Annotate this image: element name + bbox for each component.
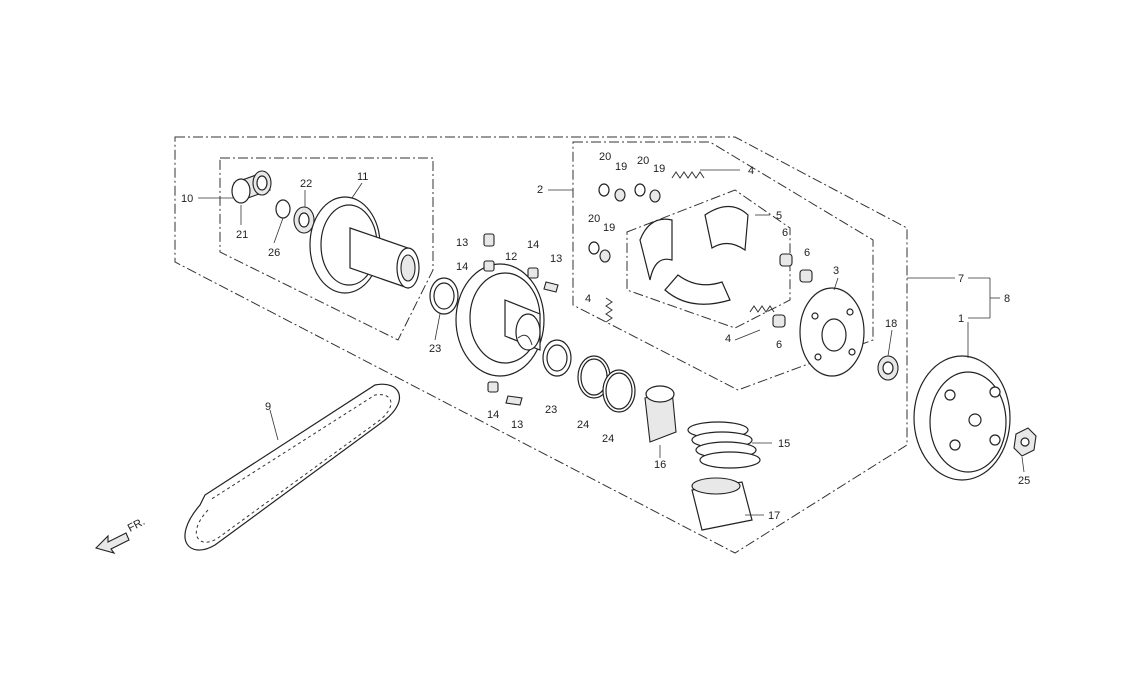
driven-face-boundary (219, 157, 434, 341)
bushings (772, 253, 813, 328)
drive-plate (799, 287, 865, 377)
callout-11: 11 (357, 171, 368, 183)
callout-4-left: 4 (585, 293, 591, 305)
callout-21: 21 (236, 229, 248, 241)
callout-26: 26 (268, 247, 280, 259)
clutch-shoes (639, 205, 749, 305)
callout-23-right: 23 (545, 404, 557, 416)
direction-label: FR. (126, 516, 147, 535)
callout-20-top-left: 20 (599, 151, 611, 163)
drive-belt (184, 383, 400, 551)
needle-bearing (231, 170, 272, 204)
callout-13-top: 13 (456, 237, 468, 249)
clutch-outer (913, 355, 1011, 481)
callout-19-top-right: 19 (653, 163, 665, 175)
callout-19-mid: 19 (603, 222, 615, 234)
driven-spring (687, 421, 761, 469)
callout-6-mid: 6 (804, 247, 810, 259)
seal-rings-right (542, 339, 636, 413)
guide-pins (483, 233, 559, 406)
callout-16: 16 (654, 459, 666, 471)
spring-cover (691, 477, 753, 531)
callout-1: 1 (958, 313, 964, 325)
callout-23-left: 23 (429, 343, 441, 355)
assembly-boundary (174, 136, 908, 554)
shoe-springs (605, 171, 775, 323)
lock-nut (1013, 427, 1037, 457)
spring-seat-collar (644, 385, 677, 443)
leader-lines (198, 169, 1025, 516)
callout-7: 7 (958, 273, 964, 285)
circlip (275, 199, 291, 219)
callout-14-mid: 14 (527, 239, 539, 251)
callout-9: 9 (265, 401, 271, 413)
front-arrow-icon (94, 532, 130, 554)
callout-19-top-left: 19 (615, 161, 627, 173)
callout-14-bottom: 14 (487, 409, 499, 421)
washers (588, 183, 661, 263)
callout-20-mid: 20 (588, 213, 600, 225)
thrust-washer (877, 355, 899, 381)
callout-15: 15 (778, 438, 790, 450)
driven-face (309, 196, 420, 294)
clutch-boundary (572, 141, 874, 391)
callout-4-top: 4 (748, 165, 754, 177)
callout-4-bottom: 4 (725, 333, 731, 345)
callout-25: 25 (1018, 475, 1030, 487)
callout-6-top: 6 (782, 227, 788, 239)
callout-12: 12 (505, 251, 517, 263)
callout-13-bottom: 13 (511, 419, 523, 431)
callout-20-top-right: 20 (637, 155, 649, 167)
ball-bearing (293, 206, 315, 234)
seal-ring-left (429, 277, 459, 315)
callout-2: 2 (537, 184, 543, 196)
shoe-boundary (626, 189, 791, 329)
callout-24-right: 24 (602, 433, 614, 445)
callout-17: 17 (768, 510, 780, 522)
movable-driven-face (455, 263, 545, 377)
callout-10: 10 (181, 193, 193, 205)
callout-18: 18 (885, 318, 897, 330)
callout-6-bottom: 6 (776, 339, 782, 351)
callout-5: 5 (776, 210, 782, 222)
callout-3: 3 (833, 265, 839, 277)
callout-8: 8 (1004, 293, 1010, 305)
callout-14-left: 14 (456, 261, 468, 273)
callout-13-right: 13 (550, 253, 562, 265)
callout-24-left: 24 (577, 419, 589, 431)
callout-22: 22 (300, 178, 312, 190)
